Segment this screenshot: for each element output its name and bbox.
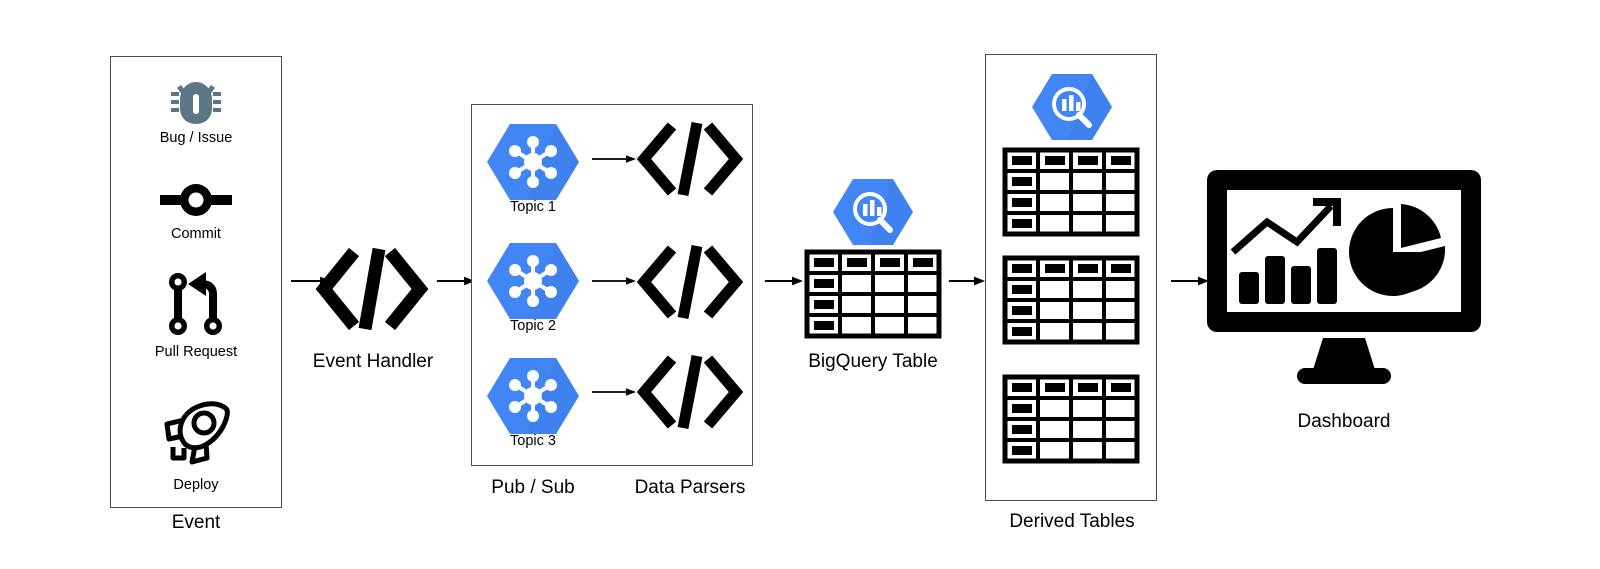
arrow-bigquery-to-derived (949, 272, 985, 290)
event-handler-caption: Event Handler (312, 351, 434, 372)
event-item-label-commit: Commit (171, 226, 221, 242)
pubsub-hexagon-icon (486, 241, 580, 321)
bug-icon (160, 76, 232, 128)
derived-table-graphic (1002, 255, 1140, 345)
arrow-handler-to-pubsub (437, 272, 475, 290)
arrow-topic-1-to-parser-1 (592, 151, 636, 167)
pubsub-topic-label-3: Topic 3 (510, 433, 556, 449)
event-caption: Event (171, 512, 221, 533)
code-brackets-icon (634, 352, 746, 432)
arrow-parsers-to-bigquery (765, 272, 803, 290)
bigquery-hexagon-icon (832, 176, 914, 248)
dashboard-caption: Dashboard (1297, 411, 1391, 432)
pubsub-hexagon-icon (486, 356, 580, 436)
derived-table-graphic (1002, 374, 1140, 464)
code-brackets-icon (313, 243, 431, 335)
event-item-label-bug: Bug / Issue (159, 130, 233, 146)
monitor-icon (1205, 168, 1483, 400)
pubsub-topic-label-2: Topic 2 (510, 318, 556, 334)
arrow-topic-2-to-parser-2 (592, 273, 636, 289)
pubsub-topic-label-1: Topic 1 (510, 199, 556, 215)
pubsub-caption: Pub / Sub (491, 477, 575, 498)
event-item-label-deploy: Deploy (173, 477, 219, 493)
derived-table-graphic (1002, 147, 1140, 237)
arrow-derived-to-dashboard (1171, 272, 1209, 290)
commit-icon (160, 178, 232, 222)
rocket-icon (158, 398, 234, 470)
pull-request-icon (160, 268, 232, 340)
arrow-topic-3-to-parser-3 (592, 384, 636, 400)
bigquery-table-graphic (804, 249, 942, 339)
event-item-label-pull-request: Pull Request (154, 344, 238, 360)
pubsub-hexagon-icon (486, 122, 580, 202)
derived-tables-caption: Derived Tables (1009, 511, 1135, 532)
code-brackets-icon (634, 119, 746, 199)
bigquery-table-caption: BigQuery Table (808, 351, 938, 372)
code-brackets-icon (634, 242, 746, 322)
data-parsers-caption: Data Parsers (634, 477, 746, 498)
bigquery-hexagon-icon (1031, 71, 1113, 143)
